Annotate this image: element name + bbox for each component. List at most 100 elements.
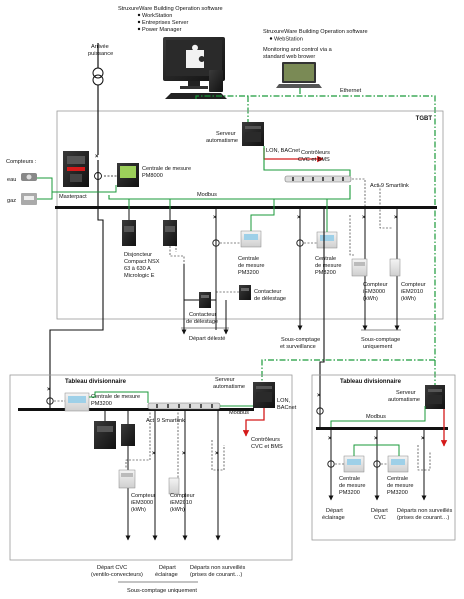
pm8000-meter — [117, 163, 139, 187]
contacteur-a-label: de délestage — [186, 319, 218, 325]
td-left-iem2010-label: iEM2010 — [170, 500, 192, 506]
iem2010-tgbt-label: Compteur — [401, 282, 426, 288]
sous-comptage-uniq-label: Sous-comptage — [361, 337, 400, 343]
td-right-automation-server — [425, 385, 445, 409]
td-right-depart-eclairage: Départ — [326, 508, 343, 514]
td-left-modbus-label: Modbus — [229, 410, 249, 416]
depart-deleste-label: Départ délesté — [189, 336, 225, 342]
td-right-pmb-label: Centrale — [387, 476, 408, 482]
transformer-symbol — [92, 67, 104, 86]
svg-text:×: × — [182, 451, 186, 457]
pm3200-meter-tgbt-a — [240, 230, 262, 248]
svg-text:×: × — [394, 215, 398, 221]
software-ws-item: WorkStation — [142, 13, 172, 19]
td-right-busbar — [316, 427, 448, 430]
pm3200-tgbt-b-label: de mesure — [315, 263, 341, 269]
svg-text:×: × — [374, 436, 378, 442]
td-left-pm3200-label: PM3200 — [91, 401, 112, 407]
td-left-acti9-label: Acti 9 Smartlink — [146, 418, 185, 424]
laptop — [276, 62, 322, 88]
arrivee-label: puissance — [88, 51, 113, 57]
pm3200-tgbt-a-label: de mesure — [238, 263, 264, 269]
pm3200-tgbt-a-label: Centrale — [238, 256, 259, 262]
td-left-lon-label: LON, — [277, 398, 291, 404]
td-right-pm3200-a — [343, 455, 365, 473]
iem3000-tgbt-label: (kWh) — [363, 296, 378, 302]
svg-text:×: × — [47, 387, 51, 393]
td-right-depart-cvc: Départ — [371, 508, 388, 514]
td-right-pmb-label: de mesure — [387, 483, 413, 489]
tgbt-ctrl-label: Contrôleurs — [301, 150, 330, 156]
tgbt-acti9-label: Acti 9 Smartlink — [370, 183, 409, 189]
ethernet-network — [195, 88, 436, 388]
td-left-iem3000-label: iEM3000 — [131, 500, 153, 506]
compteurs-label: Compteurs : — [6, 159, 37, 165]
td-left-ctrl-label: Contrôleurs — [251, 437, 280, 443]
td-right-modbus-label: Modbus — [366, 414, 386, 420]
td-right-server-label: automatisme — [388, 397, 420, 403]
pm3200-meter-tgbt-b — [316, 231, 338, 249]
td-left-automation-server — [253, 382, 275, 408]
tgbt-busbar — [55, 206, 437, 209]
td-right-depart-eclairage: éclairage — [322, 515, 345, 521]
disjoncteur-label: Disjoncteur — [124, 252, 152, 258]
pm8000-label: PM8000 — [142, 173, 163, 179]
disjoncteur-label: Compact NSX — [124, 259, 160, 265]
td-right-departs-non-surv: Départs non surveillés — [397, 508, 453, 514]
arrivee-label: Arrivée — [91, 44, 109, 50]
compact-nsx-breaker — [163, 220, 177, 246]
puzzle-icon — [186, 44, 204, 68]
td-left-server-label: automatisme — [213, 384, 245, 390]
software-ws-item: Entreprises Server — [142, 20, 188, 26]
tgbt-ctrl-label: CVC et BMS — [298, 157, 330, 163]
td-right-pma-label: Centrale — [339, 476, 360, 482]
td-right-pmb-label: PM3200 — [387, 490, 408, 496]
contacteur-b-label: Contacteur — [254, 289, 281, 295]
td-left-departs-non-surv: Départs non surveillés — [190, 565, 246, 571]
td-left-iem3000-label: Compteur — [131, 493, 156, 499]
tgbt-panel — [56, 110, 444, 320]
software-web-item: WebStation — [274, 37, 303, 43]
tgbt-title: TGBT — [416, 116, 433, 122]
td-left-server-label: Serveur — [215, 377, 235, 383]
tgbt-acti9-smartlink — [284, 175, 352, 183]
sous-comptage-uniq-label: uniquement — [363, 344, 393, 350]
td-left-iem2010-label: (kWh) — [170, 507, 185, 513]
pm3200-tgbt-a-label: PM3200 — [238, 270, 259, 276]
software-ws-item: Power Manager — [142, 27, 182, 33]
svg-text:×: × — [421, 436, 425, 442]
software-web-caption: Monitoring and control via a — [263, 47, 333, 53]
td-left-iem2010-meter — [168, 477, 180, 495]
svg-text:×: × — [317, 393, 321, 399]
td-left-breaker-a — [94, 421, 116, 449]
iem3000-meter-tgbt — [351, 258, 368, 277]
td-right-pm3200-b — [387, 455, 409, 473]
water-meter — [21, 173, 37, 181]
contacteur-a-label: Contacteur — [189, 312, 216, 318]
gas-meter — [21, 193, 37, 205]
tgbt-automation-server — [242, 122, 264, 146]
td-right-panel — [311, 374, 456, 541]
tgbt-server-label: automatisme — [206, 138, 238, 144]
td-right-pma-label: PM3200 — [339, 490, 360, 496]
iem3000-tgbt-label: iEM3000 — [363, 289, 385, 295]
td-left-busbar — [18, 408, 254, 411]
gaz-label: gaz — [7, 198, 16, 204]
tgbt-server-label: Serveur — [216, 131, 236, 137]
svg-text:×: × — [215, 451, 219, 457]
pm3200-tgbt-b-label: PM3200 — [315, 270, 336, 276]
software-web-title: StruxureWare Building Operation software — [263, 29, 368, 35]
software-web-caption: standard web brower — [263, 54, 315, 60]
td-right-depart-cvc: CVC — [374, 515, 386, 521]
svg-text:×: × — [297, 215, 301, 221]
iem2010-tgbt-label: (kWh) — [401, 296, 416, 302]
disjoncteur-label: 63 à 630 A — [124, 266, 151, 272]
iem2010-tgbt-label: iEM2010 — [401, 289, 423, 295]
td-left-panel — [9, 374, 293, 561]
svg-text:×: × — [362, 215, 366, 221]
td-right-pma-label: de mesure — [339, 483, 365, 489]
iem3000-tgbt-label: Compteur — [363, 282, 388, 288]
td-left-iem3000-label: (kWh) — [131, 507, 146, 513]
td-left-depart-eclairage: éclairage — [155, 572, 178, 578]
